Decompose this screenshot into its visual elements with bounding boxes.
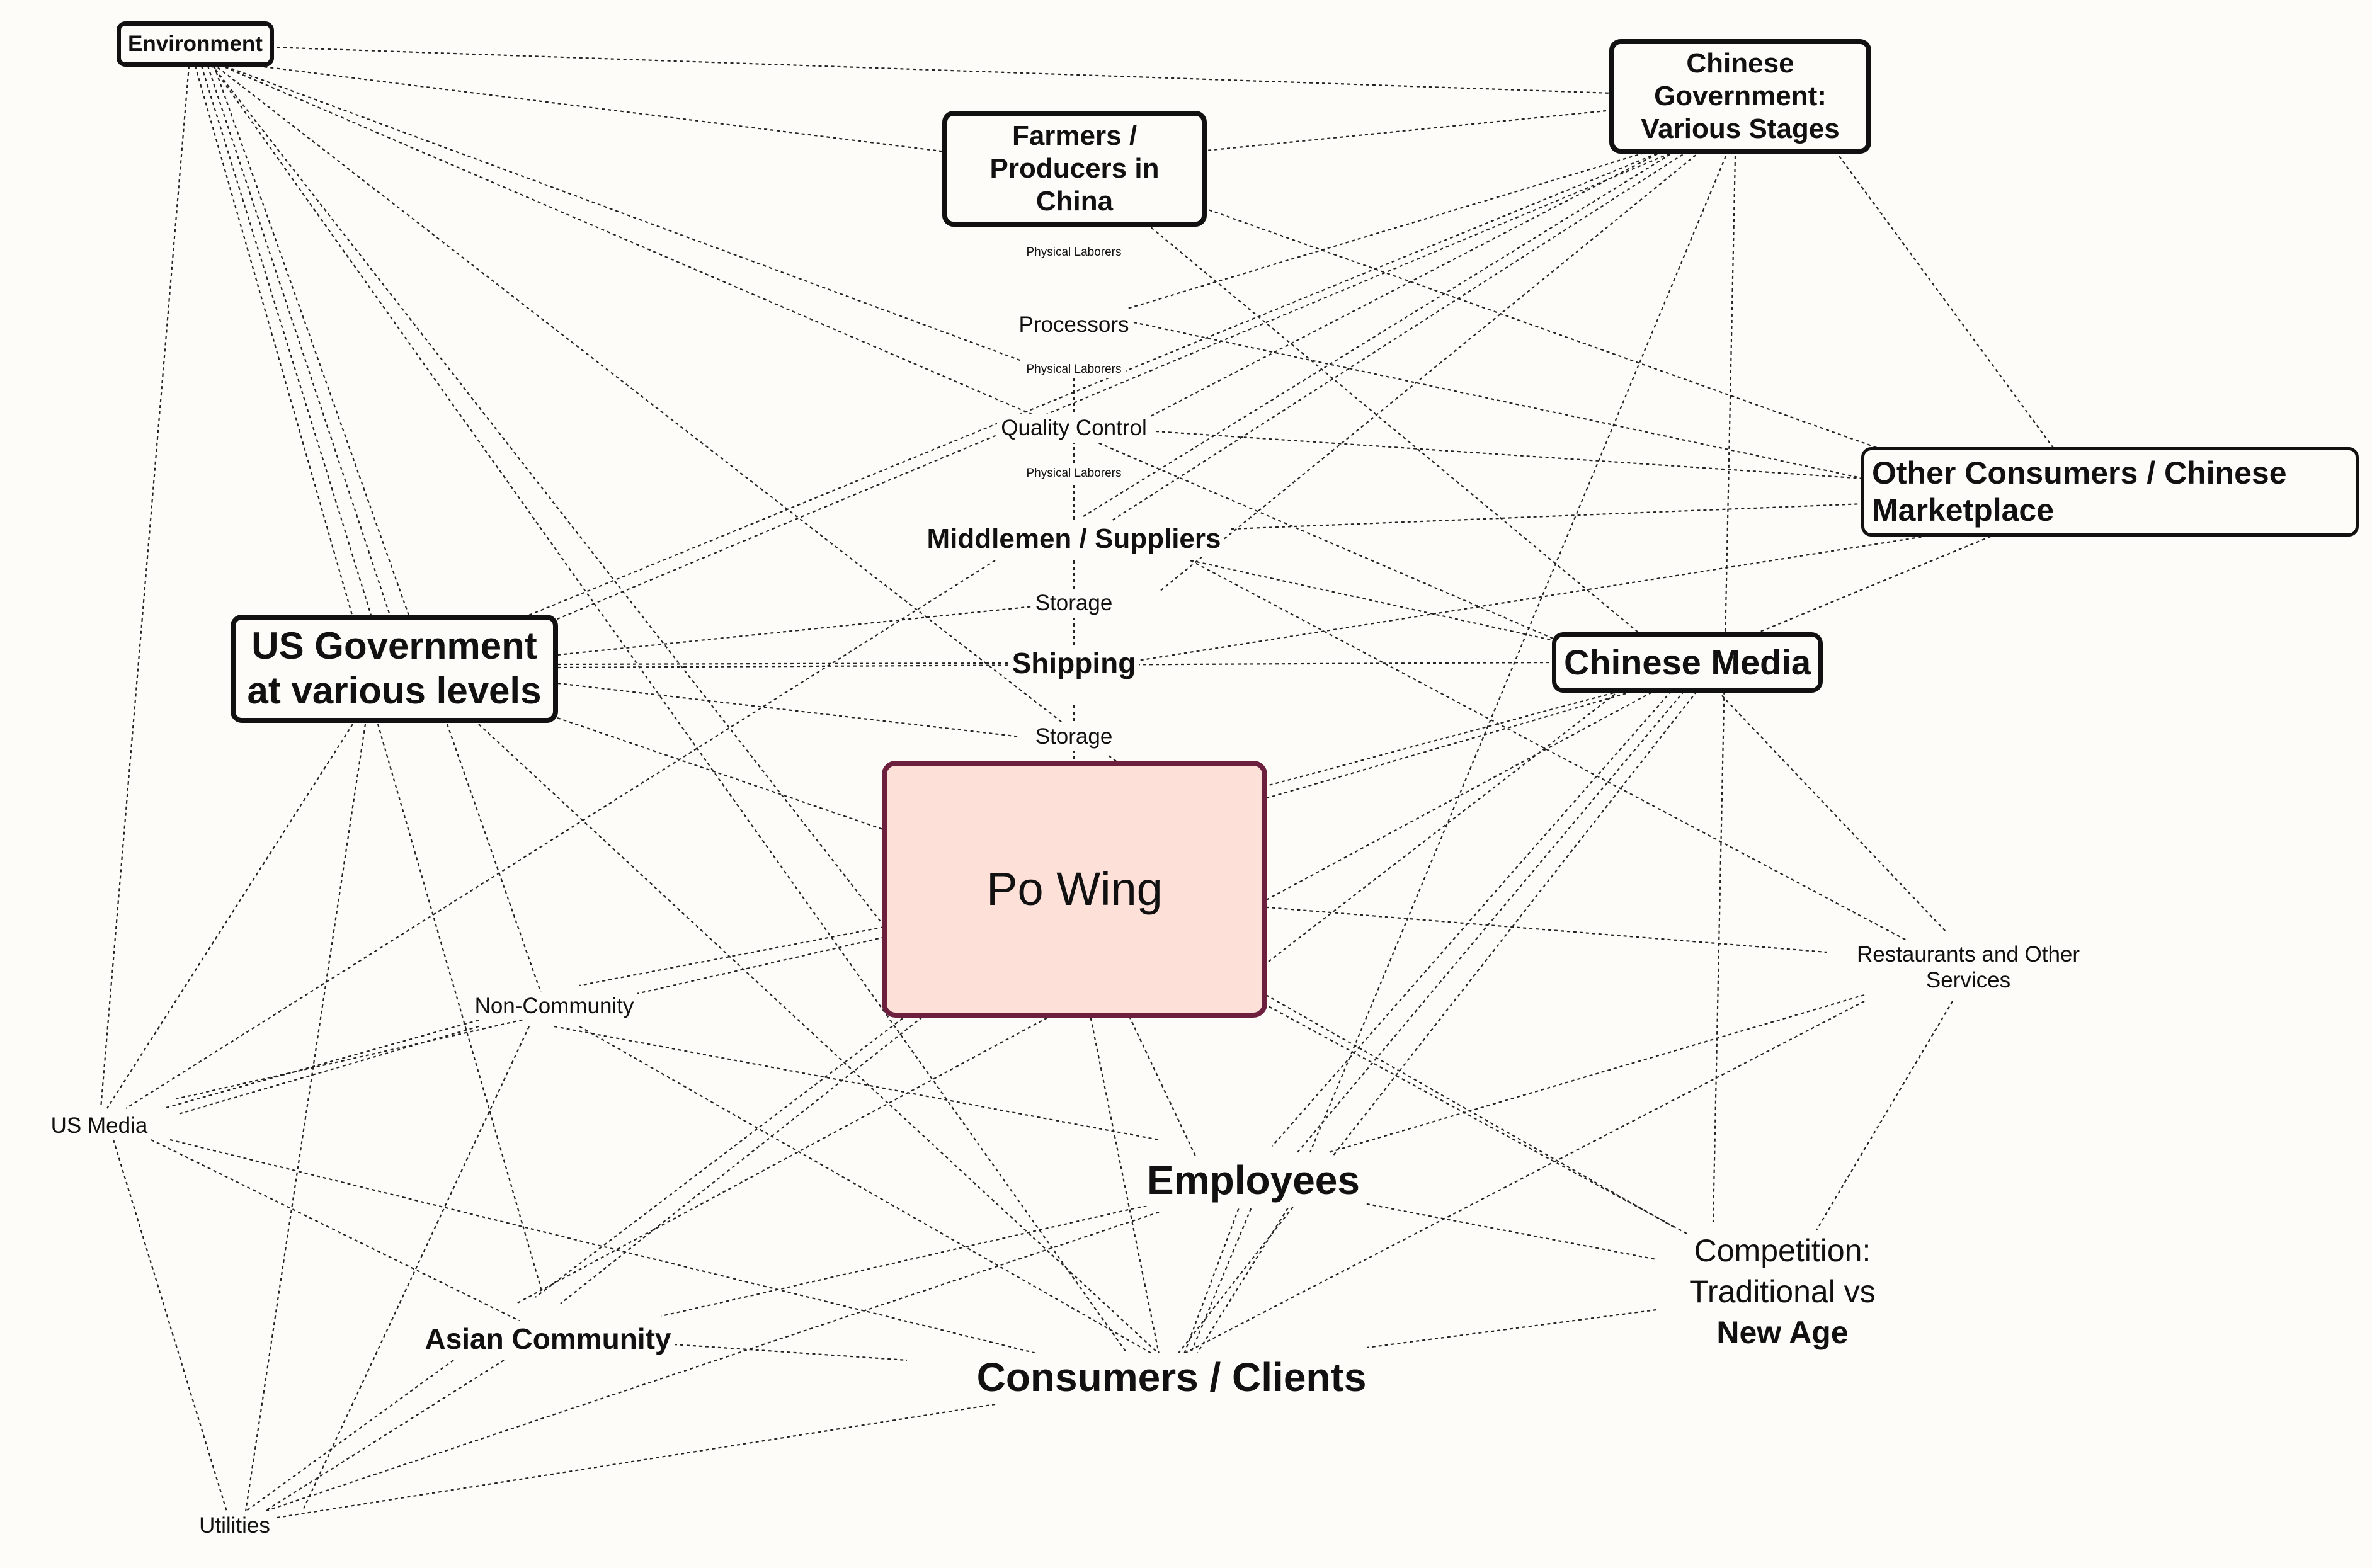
node-storage-1: Storage xyxy=(1008,588,1140,619)
node-storage-2-label: Storage xyxy=(1031,722,1117,751)
node-competition-label-2: Traditional vs xyxy=(1685,1271,1879,1312)
node-middlemen-label: Middlemen / Suppliers xyxy=(923,521,1225,557)
node-utilities: Utilities xyxy=(183,1508,287,1543)
node-chinese-government-label: Chinese Government: Various Stages xyxy=(1641,48,1840,144)
node-chinese-government: Chinese Government: Various Stages xyxy=(1609,39,1871,154)
node-non-community: Non-Community xyxy=(453,989,655,1023)
node-physical-laborers-1-label: Physical Laborers xyxy=(1022,244,1126,261)
node-processors-label: Processors xyxy=(1015,310,1133,339)
node-consumers: Consumers / Clients xyxy=(970,1348,1373,1408)
node-physical-laborers-2: Physical Laborers xyxy=(1011,360,1137,379)
node-farmers-label: Farmers / Producers in China xyxy=(989,120,1160,217)
node-physical-laborers-1: Physical Laborers xyxy=(1011,243,1137,262)
center-node-po-wing: Po Wing xyxy=(882,761,1267,1018)
node-other-consumers: Other Consumers / Chinese Marketplace xyxy=(1861,447,2359,537)
node-environment-label: Environment xyxy=(128,31,263,57)
node-storage-2: Storage xyxy=(1008,721,1140,753)
node-competition-label-1: Competition: xyxy=(1690,1230,1875,1271)
node-us-media-label: US Media xyxy=(47,1111,152,1140)
node-environment: Environment xyxy=(117,21,274,67)
node-physical-laborers-3: Physical Laborers xyxy=(1011,464,1137,483)
node-restaurants-label: Restaurants and Other Services xyxy=(1842,940,2095,995)
node-farmers: Farmers / Producers in China xyxy=(942,111,1207,227)
node-us-media: US Media xyxy=(35,1108,164,1143)
node-middlemen: Middlemen / Suppliers xyxy=(907,520,1241,558)
node-quality-control-label: Quality Control xyxy=(997,414,1151,443)
node-chinese-media: Chinese Media xyxy=(1552,632,1823,693)
node-storage-1-label: Storage xyxy=(1031,589,1117,618)
node-employees: Employees xyxy=(1134,1154,1373,1208)
node-shipping-label: Shipping xyxy=(1008,644,1140,682)
connection-lines xyxy=(100,46,2057,1519)
node-non-community-label: Non-Community xyxy=(470,991,638,1021)
node-asian-community-label: Asian Community xyxy=(421,1320,675,1358)
node-employees-label: Employees xyxy=(1143,1156,1364,1206)
node-shipping: Shipping xyxy=(989,644,1159,683)
node-physical-laborers-2-label: Physical Laborers xyxy=(1022,361,1126,378)
node-us-government: US Government at various levels xyxy=(231,615,558,723)
node-quality-control: Quality Control xyxy=(983,412,1165,445)
node-competition-label-3: New Age xyxy=(1713,1312,1852,1353)
center-node-po-wing-label: Po Wing xyxy=(980,861,1169,917)
node-physical-laborers-3-label: Physical Laborers xyxy=(1022,465,1126,482)
node-processors: Processors xyxy=(983,309,1165,341)
node-restaurants: Restaurants and Other Services xyxy=(1827,937,2110,997)
node-other-consumers-label: Other Consumers / Chinese Marketplace xyxy=(1872,455,2287,528)
node-utilities-label: Utilities xyxy=(195,1511,274,1540)
node-us-government-label: US Government at various levels xyxy=(247,625,542,712)
node-competition: Competition: Traditional vs New Age xyxy=(1650,1230,1915,1353)
node-chinese-media-label: Chinese Media xyxy=(1563,642,1811,682)
node-consumers-label: Consumers / Clients xyxy=(972,1353,1371,1403)
node-asian-community: Asian Community xyxy=(409,1316,687,1361)
